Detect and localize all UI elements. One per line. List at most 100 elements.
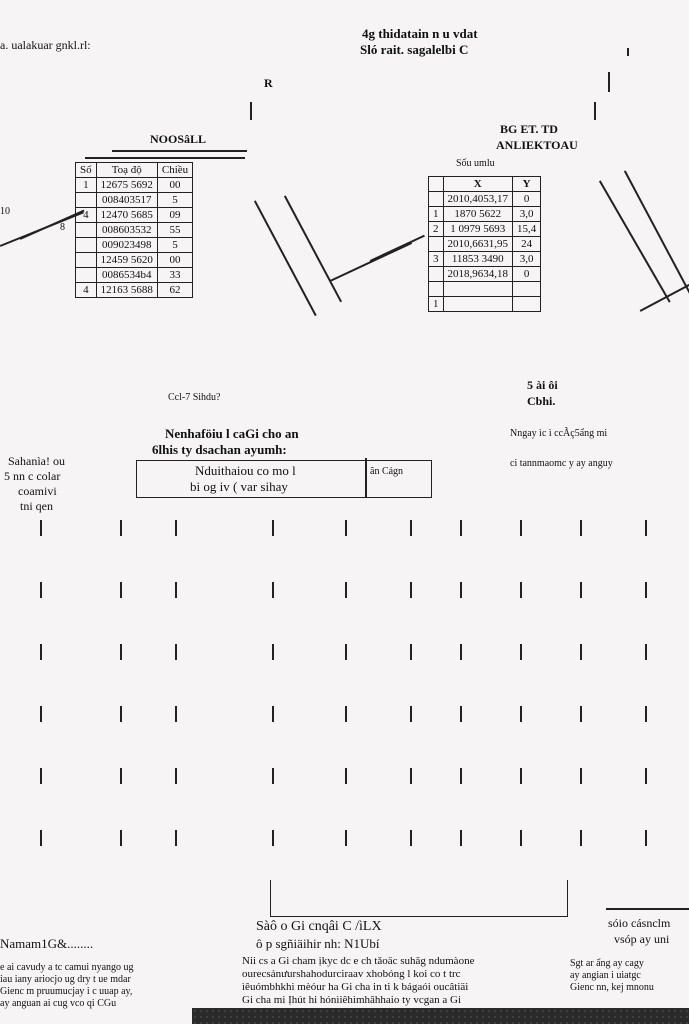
edge-label: 10 <box>0 206 10 217</box>
left-label-3: coamivi <box>18 484 57 498</box>
right-table-subtitle: ANLIEKTOAU <box>496 138 578 152</box>
header-cell: X <box>442 176 513 192</box>
left-signature: Namam1G&........ <box>0 936 94 951</box>
tick <box>40 644 42 660</box>
tick <box>410 644 412 660</box>
tick <box>594 102 596 120</box>
tick <box>40 830 42 846</box>
text-line: Nii cs a Gi cham ịkyc dc e ch tǎoäc suhă… <box>242 955 475 967</box>
tick <box>410 582 412 598</box>
dimension-line <box>254 200 317 316</box>
tick <box>410 830 412 846</box>
middle-heading-1: Nenhaföiu l caGi cho an <box>165 426 299 441</box>
tick <box>520 582 522 598</box>
dimension-line <box>624 170 689 304</box>
dimension-line <box>329 242 412 282</box>
divider <box>112 150 247 152</box>
top-left-text: a. ualakuar gnkl.rl: <box>0 38 91 52</box>
tick <box>272 830 274 846</box>
footer-box <box>270 880 568 917</box>
tick <box>175 582 177 598</box>
tick <box>272 644 274 660</box>
text-line: Gi cha mi Ịhút hi hónìiêhimhâhhaio ty vc… <box>242 994 462 1006</box>
tick <box>580 520 582 536</box>
tick <box>120 644 122 660</box>
tick <box>40 520 42 536</box>
tick <box>345 706 347 722</box>
tick <box>40 582 42 598</box>
text-line: ìêuómbhkhi mèóur ha Gi cha in ti k bágaó… <box>242 981 469 993</box>
info-box-line-1: Nduithaiou co mo l <box>195 463 296 478</box>
text-line: Gienc m pruumucjay i c uuap ay, <box>0 986 133 997</box>
edge-label: 8 <box>60 222 65 233</box>
header-cell: Y <box>511 176 542 192</box>
tick <box>272 520 274 536</box>
tick <box>645 582 647 598</box>
dimension-line <box>369 234 425 262</box>
tick <box>40 768 42 784</box>
tick <box>345 830 347 846</box>
tick <box>645 520 647 536</box>
tick <box>645 644 647 660</box>
right-label-title-2: Cbhi. <box>527 394 556 408</box>
tick <box>272 768 274 784</box>
left-label-1: Sahanìa! ou <box>8 454 65 468</box>
tick <box>40 706 42 722</box>
dimension-line <box>284 195 342 303</box>
tick <box>520 520 522 536</box>
tick <box>120 830 122 846</box>
footer-right-paragraph: Sgt ar ẩng ay cagy ay angian i uiatgc Gi… <box>570 958 689 994</box>
tick <box>627 48 629 56</box>
info-box <box>136 460 432 498</box>
tick <box>580 582 582 598</box>
header-line-2: Sló rait. sagalelbi C <box>360 42 469 57</box>
text-line: iau iany ariocjo ug dry t ue mdar <box>0 974 131 985</box>
tick <box>120 582 122 598</box>
tick <box>460 582 462 598</box>
tick <box>460 520 462 536</box>
tick <box>580 830 582 846</box>
tick <box>520 768 522 784</box>
tick <box>460 830 462 846</box>
tick <box>345 520 347 536</box>
tick <box>272 706 274 722</box>
tick <box>120 520 122 536</box>
table-row <box>428 281 542 297</box>
divider <box>85 157 245 159</box>
dimension-line <box>639 281 689 312</box>
middle-heading-2: 6lhis ty dsachan ayumh: <box>152 442 287 457</box>
footer-center-line-2: ô p sgñiäihir nh: N1Ubí <box>256 936 380 951</box>
footer-right-line-1: sóio cásnclm <box>608 916 671 930</box>
left-label-2: 5 nn c colar <box>4 469 61 483</box>
header-cell: Số <box>75 162 97 178</box>
header-cell: Chiều <box>156 162 194 178</box>
tick <box>345 768 347 784</box>
tick <box>250 102 252 120</box>
dimension-line <box>599 180 671 303</box>
tick <box>520 706 522 722</box>
tick <box>410 706 412 722</box>
footer-center-paragraph: Nii cs a Gi cham ịkyc dc e ch tǎoäc suhă… <box>242 955 552 1007</box>
tick <box>410 520 412 536</box>
divider <box>365 458 367 498</box>
tick <box>175 830 177 846</box>
divider <box>606 908 689 910</box>
tick <box>175 706 177 722</box>
tick <box>520 644 522 660</box>
text-line: ay anguan ai cug vco qi CGu <box>0 998 117 1009</box>
